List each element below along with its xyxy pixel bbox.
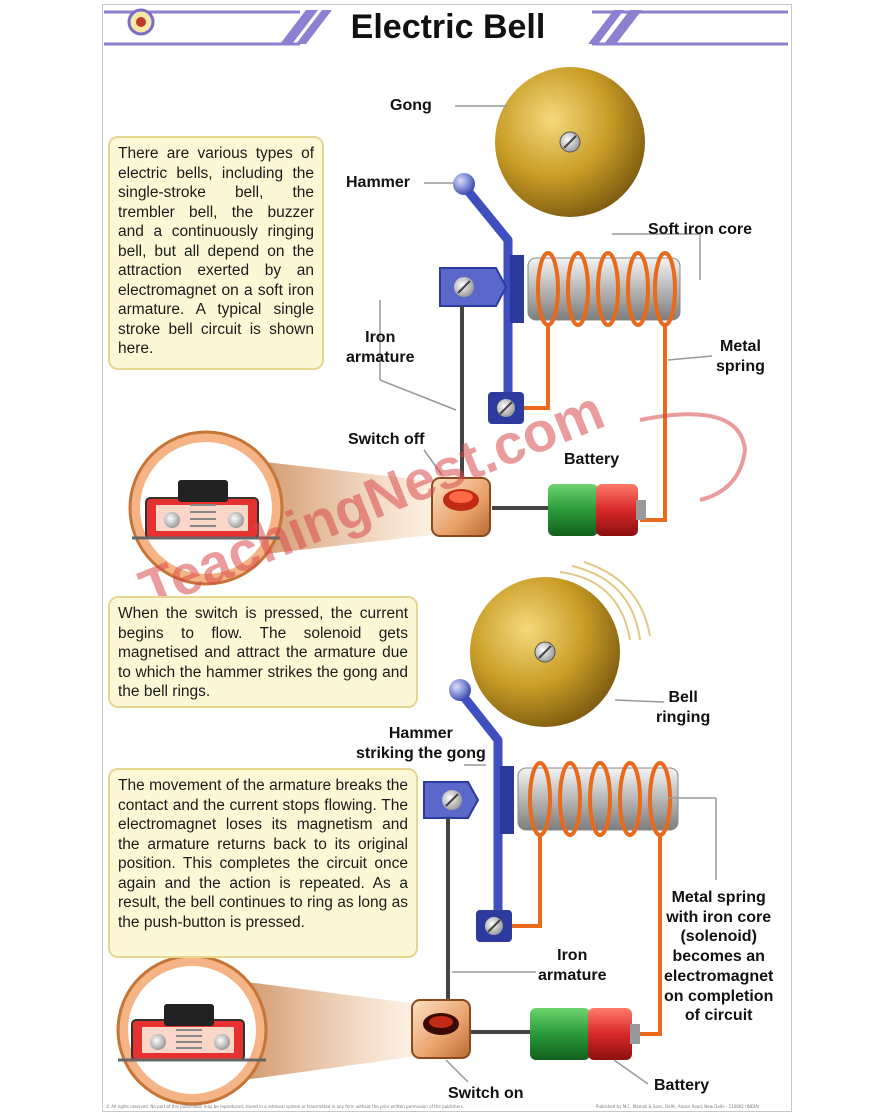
label-switch-off: Switch off [348,431,425,448]
pressed-text-box: When the switch is pressed, the current … [108,596,418,708]
hammer-arm-top [453,173,524,424]
footer-publisher: Published by M.C. Mamali & Sons, Delhi, … [596,1104,760,1109]
wires-bottom [446,818,530,1034]
coil-top [524,251,677,522]
wires-top [460,306,548,510]
publisher-logo [127,8,155,36]
switch-on-leader [445,1059,469,1083]
contact-bracket-top [439,267,508,307]
label-switch-on: Switch on [448,1085,524,1102]
label-iron-armature-top: Iron armature [346,329,415,366]
armature-leader-b [379,379,457,411]
label-metal-spring-core: Metal spring with iron core (solenoid) b… [664,889,774,1025]
label-battery-bottom: Battery [654,1077,710,1094]
contact-bracket-bottom [423,781,480,819]
label-hammer-striking: Hammer striking the gong [356,725,486,762]
label-bell-ringing: Bell ringing [656,689,711,726]
magnifier-top [128,430,440,586]
label-soft-iron-core: Soft iron core [648,221,753,238]
ring-waves [559,561,651,641]
switch-leader [423,449,443,476]
gong-top [495,67,645,217]
battery-bottom [530,1008,640,1060]
page-title: Electric Bell [350,8,546,46]
intro-text-box: There are various types of electric bell… [108,136,324,370]
footer-copyright: © All rights reserved. No part of this p… [106,1104,465,1109]
label-iron-armature-bottom: Iron armature [538,947,607,984]
hammer-arm-bottom [449,679,514,942]
movement-text-box: The movement of the armature breaks the … [108,768,418,958]
magnifier-bottom [116,954,418,1106]
label-hammer: Hammer [346,174,411,191]
coil-bottom [512,761,672,1036]
spring-leader [667,355,713,361]
battery-top [548,484,646,536]
label-gong: Gong [390,97,432,114]
battery-bottom-leader [613,1059,649,1085]
bell-ringing-leader [614,699,665,703]
switch-top [431,477,491,537]
label-battery-top: Battery [564,451,620,468]
switch-bottom [411,999,471,1059]
label-metal-spring: Metal spring [716,338,765,375]
gong-bottom [470,577,620,727]
